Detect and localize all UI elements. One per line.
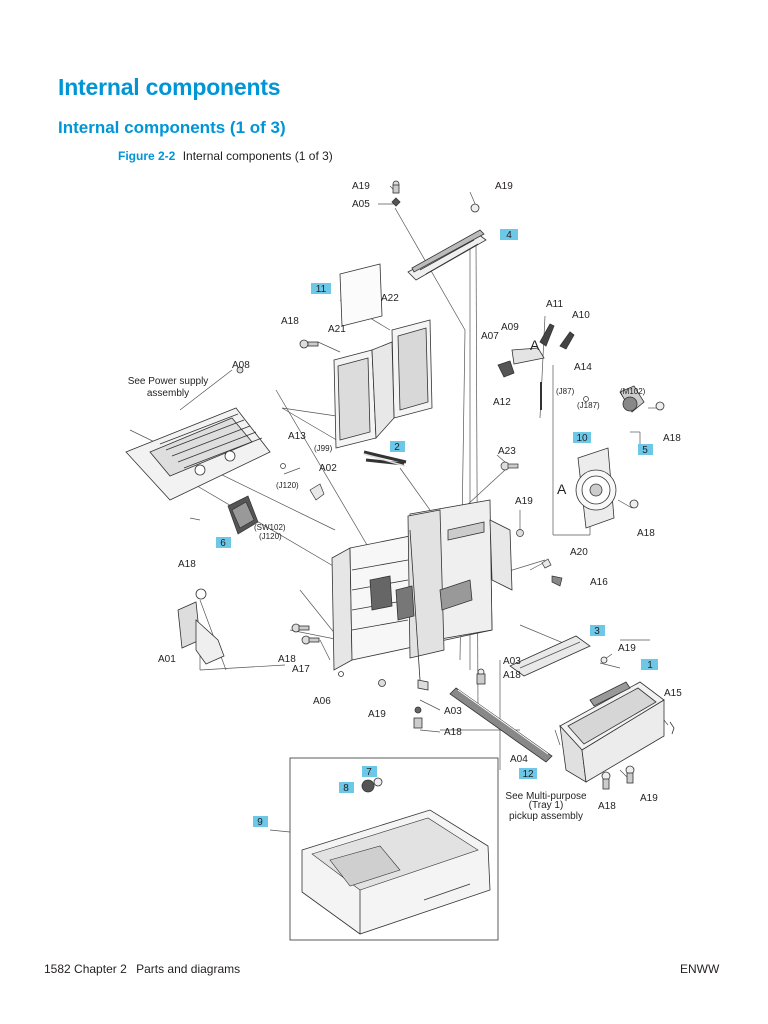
label-sw102: (SW102) [254,523,286,532]
svg-text:1: 1 [647,660,653,671]
callout-1: 1 [641,659,658,671]
formatter-cage [299,263,433,449]
label-a18: A18 [178,559,196,570]
label-a19: A19 [618,643,636,654]
callout-2: 2 [390,441,405,453]
label-j99: (J99) [314,444,333,453]
small-parts [227,396,589,587]
chapter-title: Parts and diagrams [136,962,241,976]
label-a15: A15 [664,688,682,699]
label-a16: A16 [590,577,608,588]
svg-text:9: 9 [257,817,263,828]
label-a23: A23 [498,446,516,457]
figure-caption: Figure 2-2 Internal components (1 of 3) [118,149,333,163]
page-title: Internal components [58,74,281,100]
svg-text:8: 8 [343,783,349,794]
label-connector-a: A [530,337,540,353]
svg-text:4: 4 [506,230,512,241]
label-a04: A04 [510,754,528,765]
assembly-notes: See Power supply assembly See Multi-purp… [128,376,587,822]
svg-text:12: 12 [522,769,534,780]
guide-rails [449,635,608,763]
label-a20: A20 [570,547,588,558]
label-a06: A06 [313,696,331,707]
callout-11: 11 [311,283,331,295]
note-power-supply-line2: assembly [147,388,189,399]
footer-doc-id: ENWW [680,962,720,976]
label-connector-a: A [557,481,567,497]
label-a21: A21 [328,324,346,335]
label-a03: A03 [444,706,462,717]
label-a09: A09 [501,322,519,333]
section-title: Internal components (1 of 3) [58,118,286,137]
label-a02: A02 [319,463,337,474]
tray-cassette-box [289,757,499,941]
part-labels: A19 A05 A19 A22 A18 A21 A11 A10 A07 A09 … [158,181,682,812]
label-a17: A17 [292,664,310,675]
label-a10: A10 [572,310,590,321]
callout-8: 8 [339,782,354,794]
label-a19: A19 [515,496,533,507]
label-a19: A19 [640,793,658,804]
svg-text:10: 10 [576,433,588,444]
callout-4: 4 [500,229,518,241]
label-a18: A18 [663,433,681,444]
label-a18: A18 [278,654,296,665]
label-a22: A22 [381,293,399,304]
svg-text:3: 3 [594,626,600,637]
label-a07: A07 [481,331,499,342]
label-a19: A19 [495,181,513,192]
label-a03: A03 [503,656,521,667]
callout-3: 3 [590,625,605,637]
callout-6: 6 [216,537,231,549]
main-chassis [331,499,513,691]
callout-10: 10 [573,432,591,444]
label-a19: A19 [368,709,386,720]
label-j87: (J87) [556,387,575,396]
label-j120: (J120) [259,532,282,541]
figure-number: Figure 2-2 [118,149,176,163]
mp-pickup-assembly [559,681,675,790]
label-a18: A18 [281,316,299,327]
figure-caption-text: Internal components (1 of 3) [182,149,333,163]
note-power-supply-line1: See Power supply [128,376,209,387]
svg-text:2: 2 [394,442,400,453]
callout-12: 12 [519,768,537,780]
svg-text:7: 7 [366,767,372,778]
label-a18: A18 [503,670,521,681]
svg-text:11: 11 [316,284,327,295]
callout-5: 5 [638,444,653,456]
label-a11: A11 [546,299,563,310]
footer-page-info: 1582 Chapter 2 Parts and diagrams [44,962,240,976]
label-a18: A18 [637,528,655,539]
label-a08: A08 [232,360,250,371]
label-a19: A19 [352,181,370,192]
label-a13: A13 [288,431,306,442]
label-a05: A05 [352,199,370,210]
label-a01: A01 [158,654,176,665]
top-guide-bar [391,180,487,281]
power-supply-board [125,366,271,501]
chapter-label: Chapter 2 [74,962,127,976]
svg-text:5: 5 [642,445,648,456]
left-bracket [177,588,423,729]
callout-9: 9 [253,816,268,828]
note-mp-line3: pickup assembly [509,811,583,822]
label-a18: A18 [598,801,616,812]
page-number: 1582 [44,962,71,976]
callout-7: 7 [362,766,377,778]
svg-text:6: 6 [220,538,226,549]
lever-parts [497,323,575,410]
label-a12: A12 [493,397,511,408]
label-j187: (J187) [577,401,600,410]
parts-diagram: 4 11 2 10 5 6 3 1 12 7 8 9 A19 A05 A19 A… [125,180,682,941]
label-a18: A18 [444,727,462,738]
callout-boxes: 4 11 2 10 5 6 3 1 12 7 8 9 [216,229,658,828]
note-mp-line2: (Tray 1) [529,800,564,811]
fan-drive-assembly [575,385,665,529]
label-j120: (J120) [276,481,299,490]
label-m102: (M102) [620,387,646,396]
note-mp-line1: See Multi-purpose [505,791,587,802]
label-a14: A14 [574,362,592,373]
